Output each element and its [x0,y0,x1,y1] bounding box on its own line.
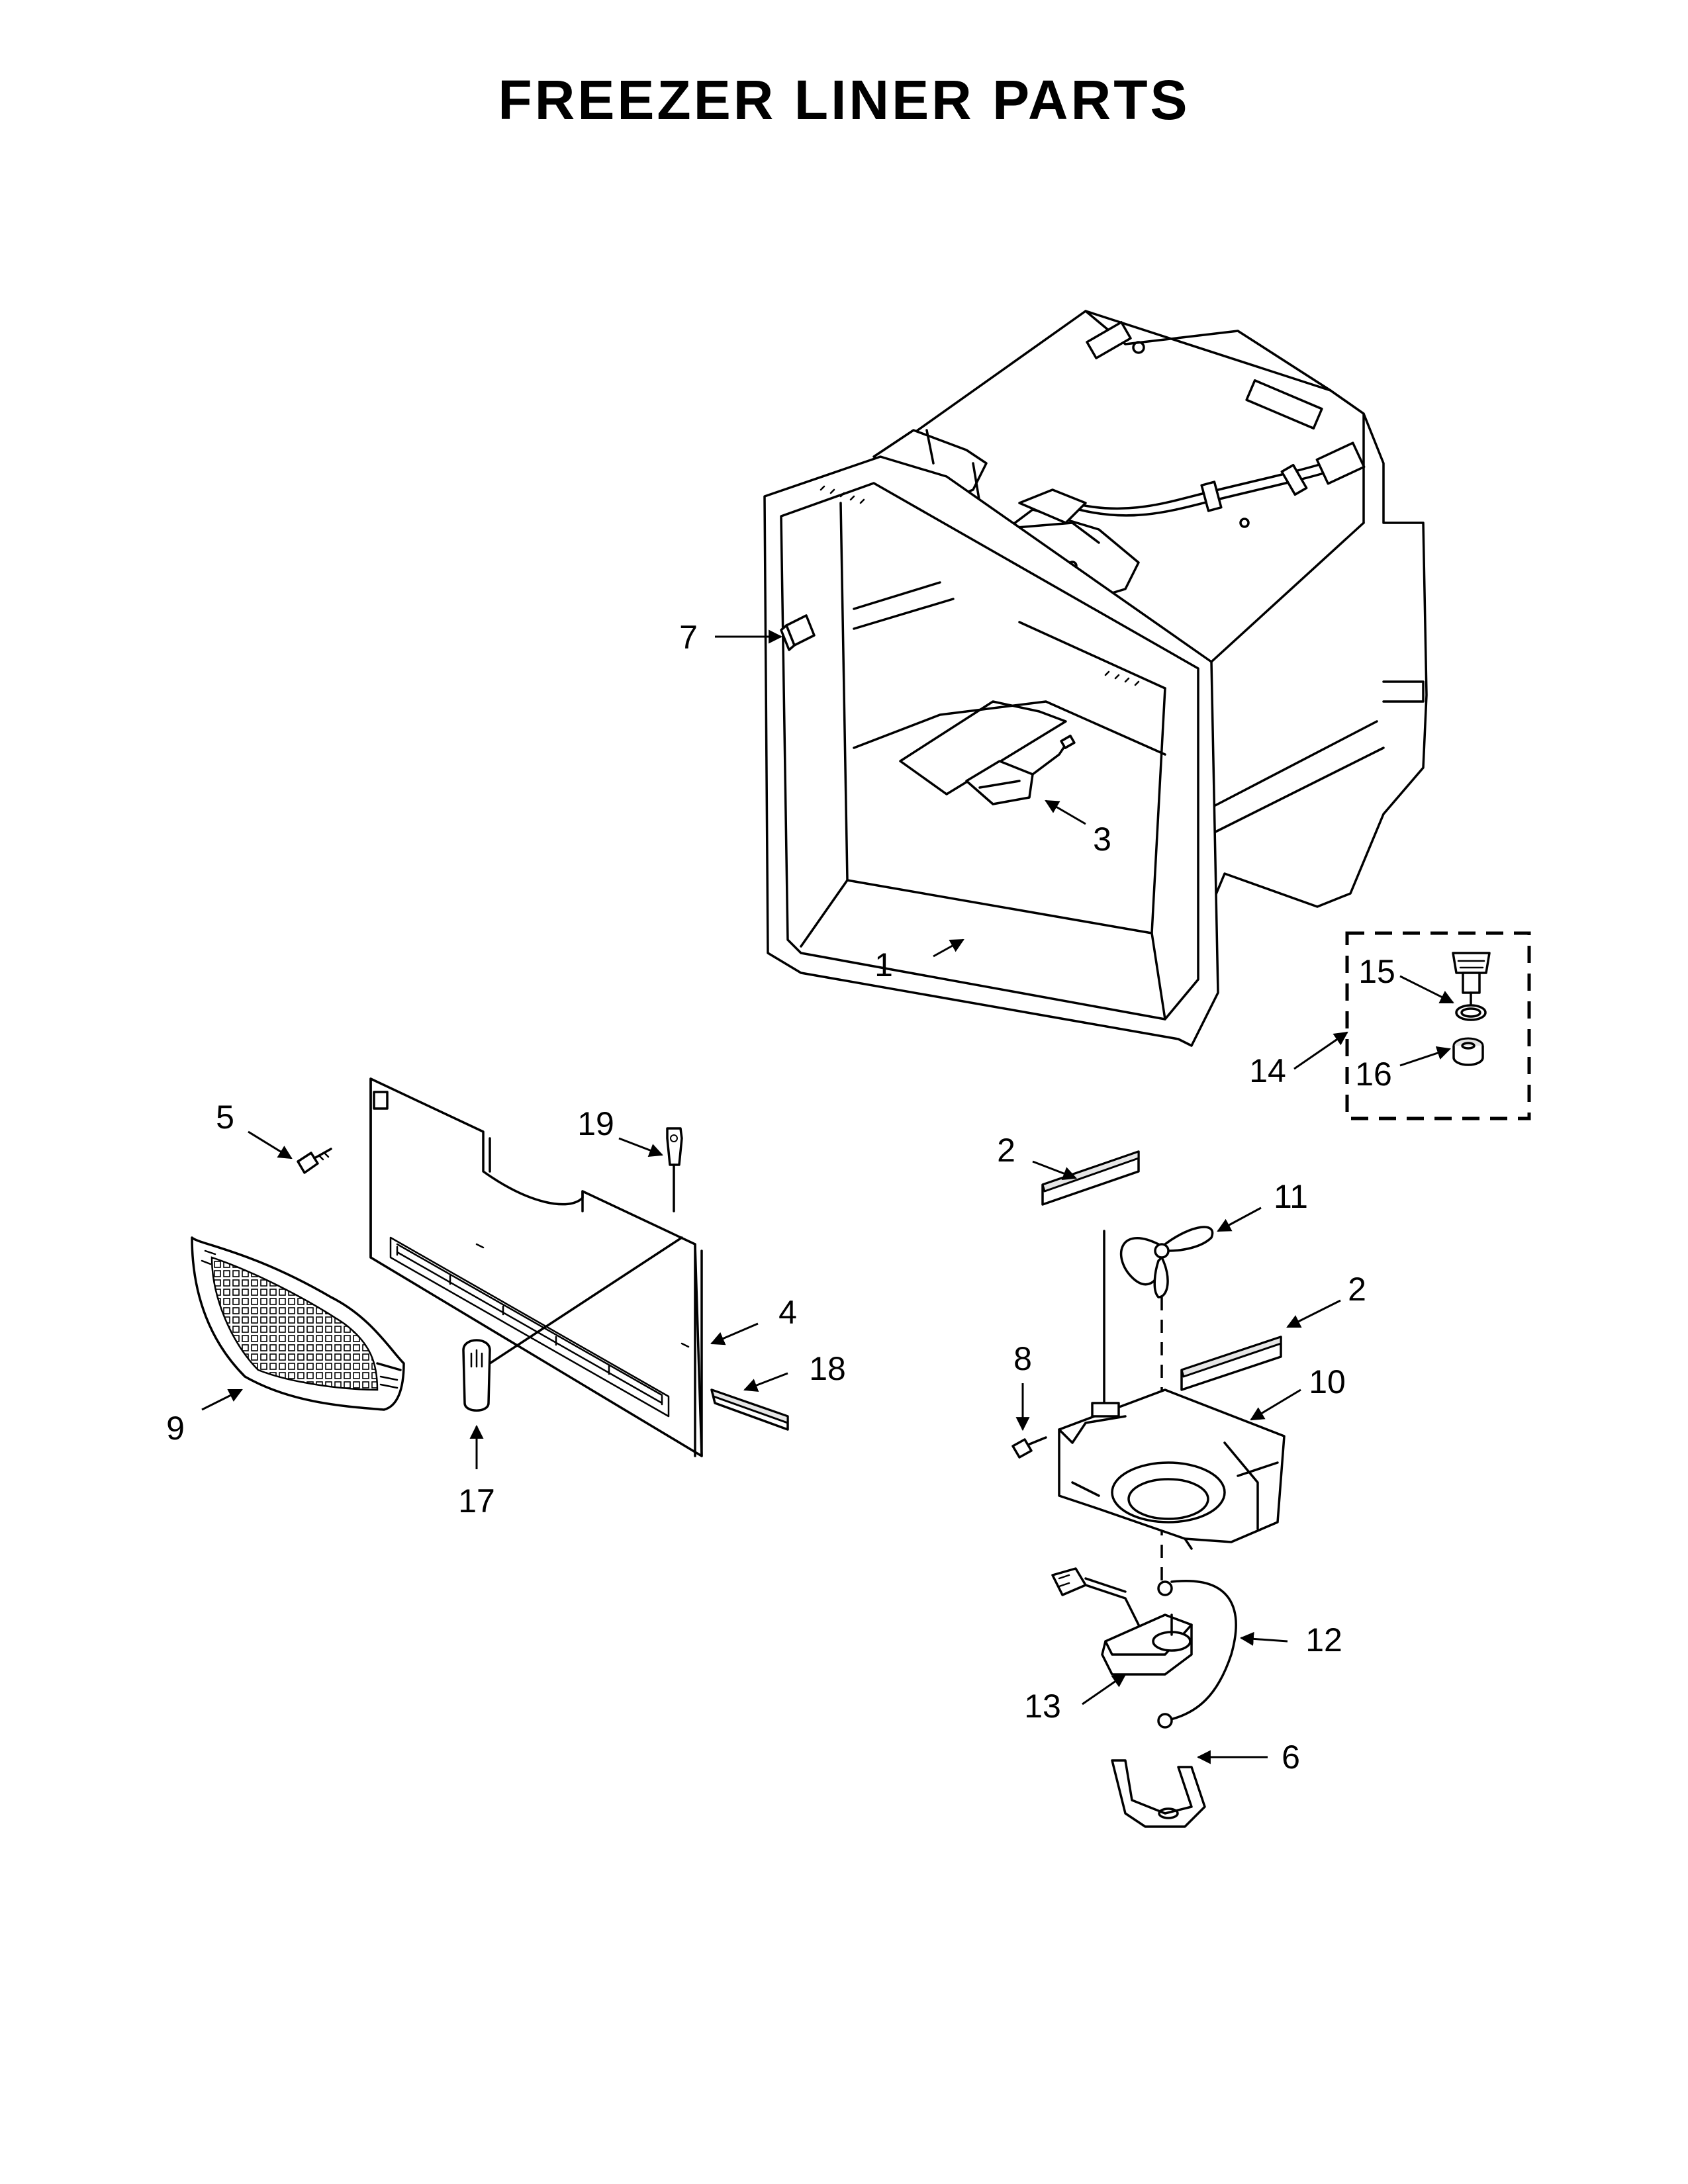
label-part-4: 4 [778,1294,797,1331]
part-9-grille [191,1236,405,1411]
part-3-sensor [965,735,1076,805]
part-2-pad-upper [1041,1150,1140,1206]
label-part-18: 18 [809,1350,846,1387]
callout-arrows [201,629,1454,1764]
page-title: FREEZER LINER PARTS [498,69,1190,131]
part-13-fan-motor [1051,1567,1193,1676]
label-part-10: 10 [1309,1363,1346,1400]
label-part-13: 13 [1024,1688,1061,1725]
label-part-15: 15 [1358,953,1395,990]
part-12-wire-harness [1157,1580,1237,1729]
label-part-8: 8 [1013,1340,1032,1377]
label-part-5: 5 [216,1099,234,1136]
label-part-2-upper: 2 [997,1132,1015,1169]
part-7-switch [780,614,816,651]
part-2-pad-lower [1180,1336,1282,1391]
part-14-kit-box [1345,931,1531,1120]
freezer-liner-assembly [763,310,1428,1047]
part-8-screw [1011,1436,1047,1459]
part-10-fan-housing [1058,1388,1286,1550]
label-part-2-lower: 2 [1348,1271,1366,1308]
label-part-9: 9 [166,1410,185,1447]
part-17-clip [462,1339,491,1412]
part-5-screw [297,1148,332,1174]
label-part-14: 14 [1249,1052,1286,1089]
part-18-seal [710,1388,789,1431]
label-part-1: 1 [874,946,893,983]
label-part-6: 6 [1282,1739,1300,1776]
part-11-fan-blade [1119,1226,1214,1298]
part-6-bracket [1111,1759,1206,1828]
label-part-16: 16 [1355,1056,1392,1093]
label-part-11: 11 [1274,1178,1308,1215]
part-19-thermistor [666,1127,683,1212]
part-4-rear-cover [369,1077,703,1457]
label-part-7: 7 [679,619,698,656]
label-part-12: 12 [1305,1621,1342,1659]
label-part-19: 19 [577,1105,614,1142]
label-part-3: 3 [1093,821,1111,858]
label-part-17: 17 [458,1482,495,1520]
